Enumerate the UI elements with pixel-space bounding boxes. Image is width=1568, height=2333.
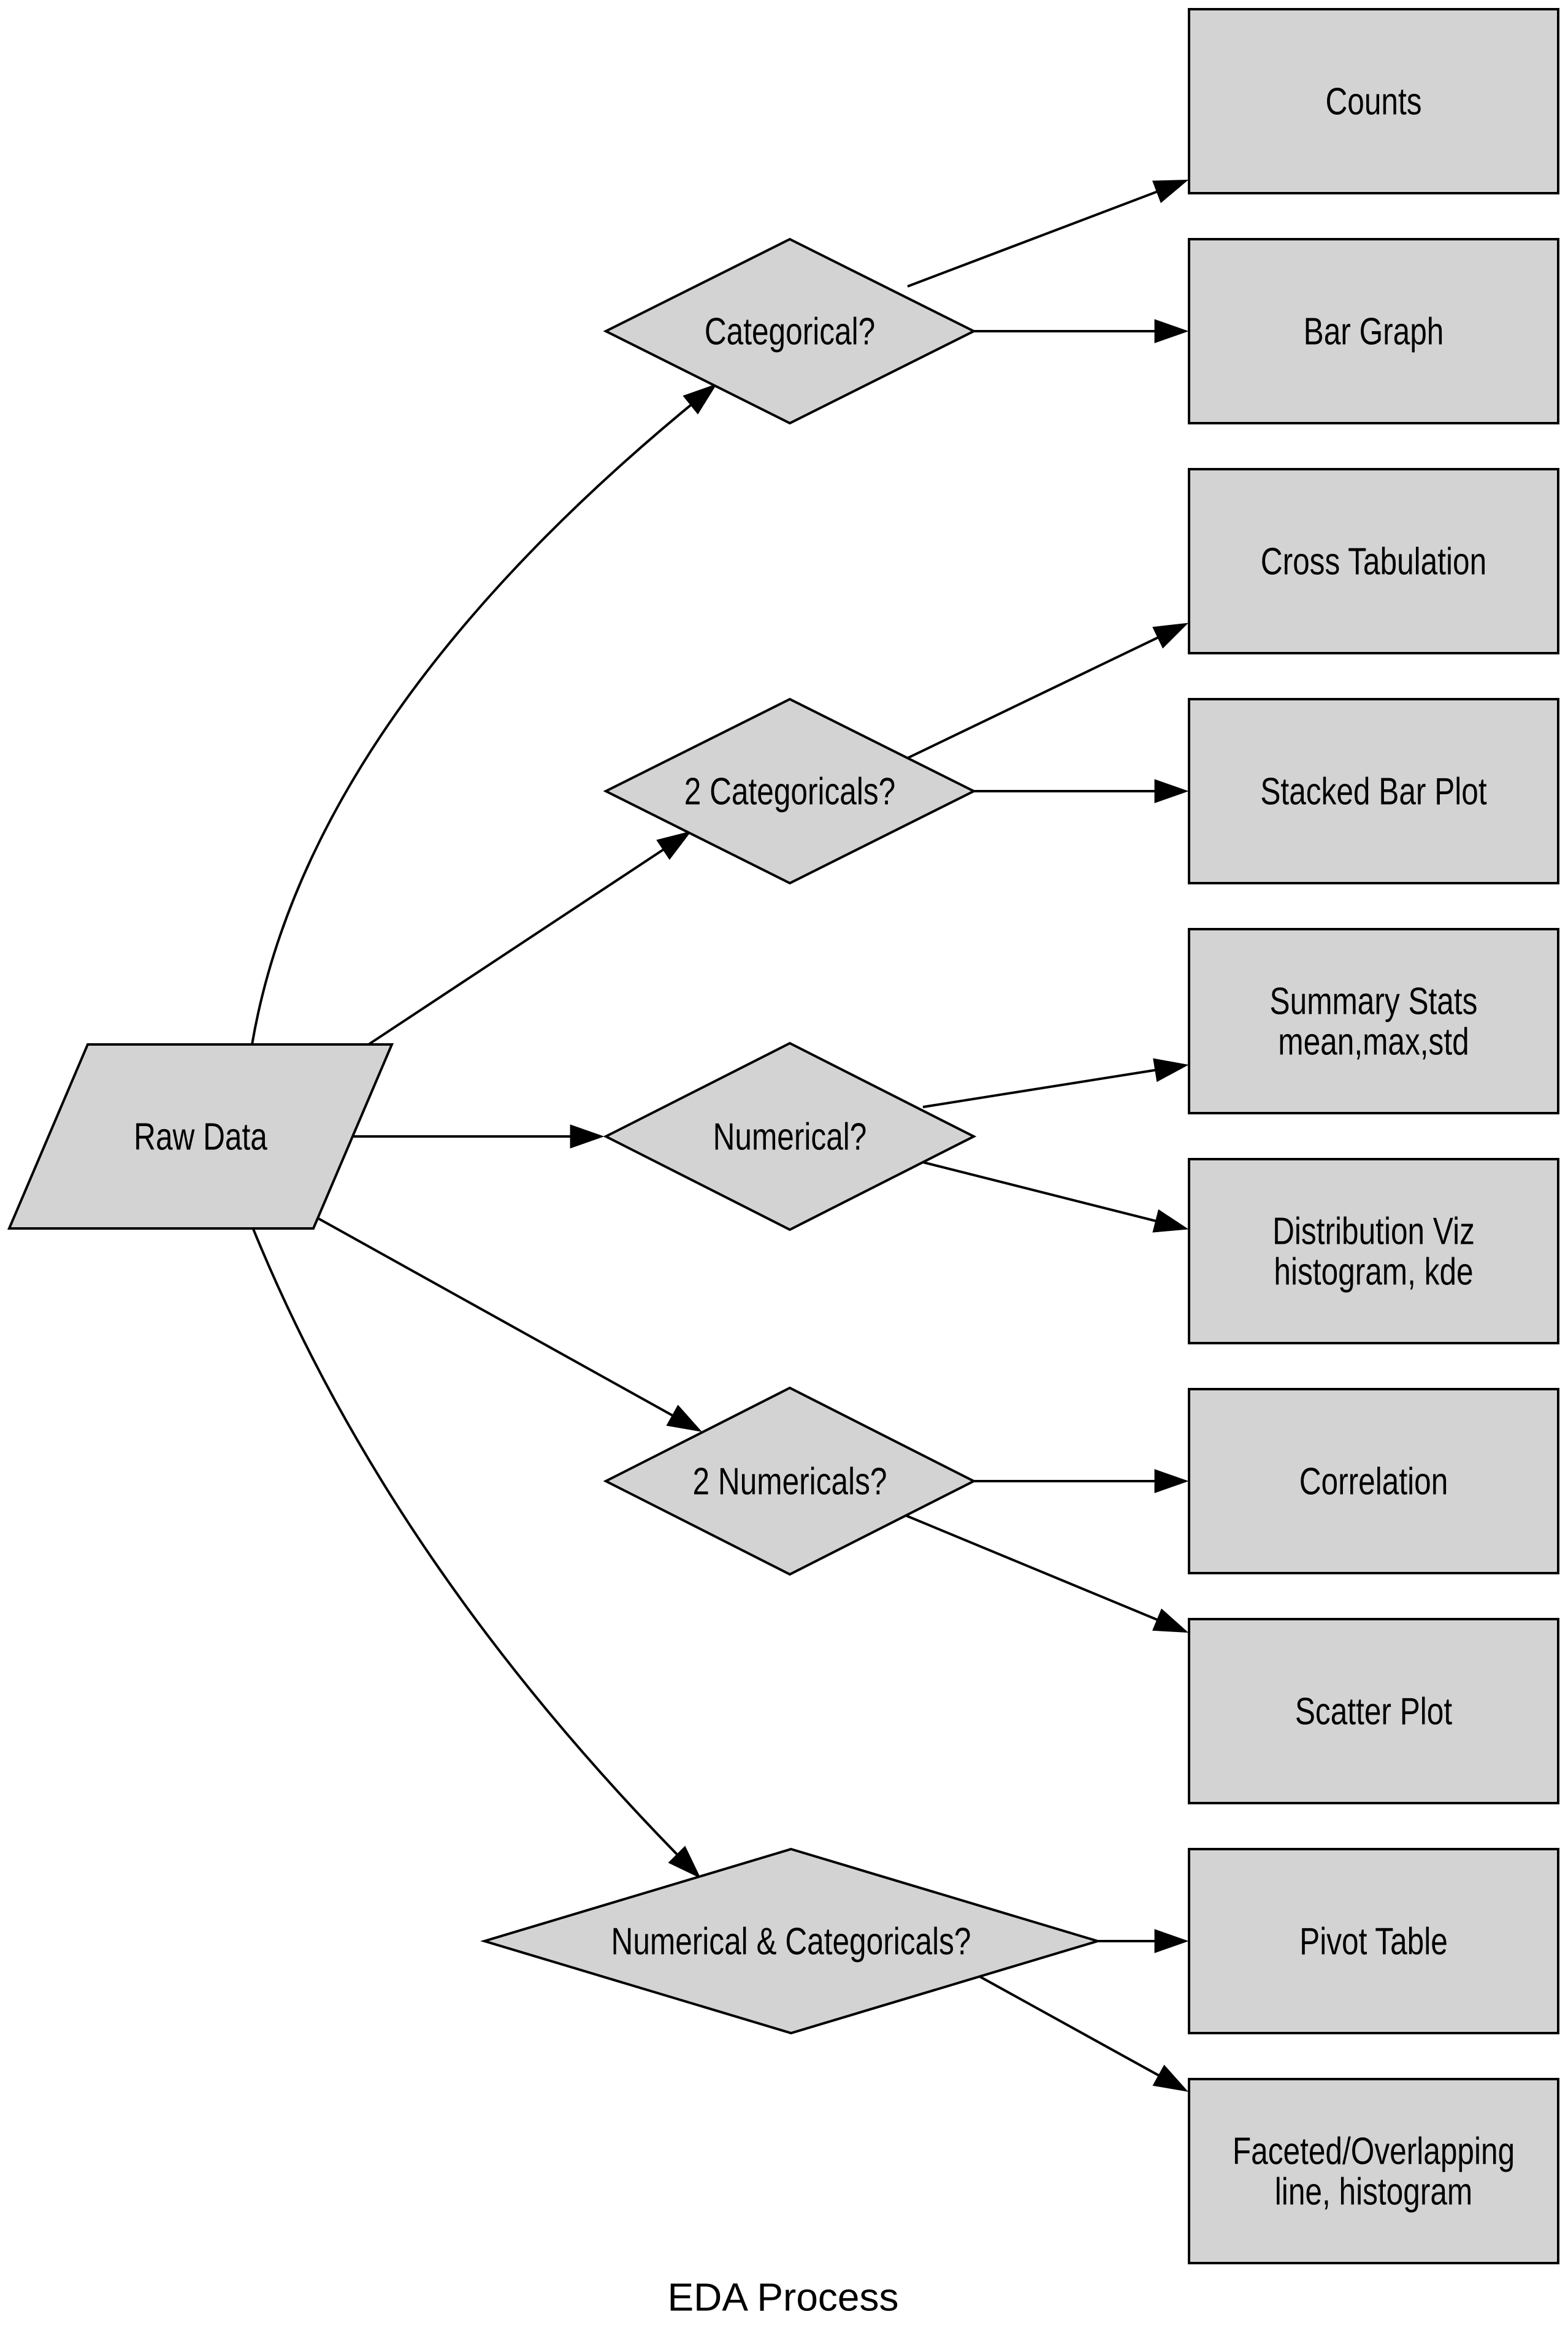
edge-raw-data-to-categorical [251,383,717,1045]
edges-layer [251,180,1189,2092]
edge-raw-data-to-two-categoricals [367,830,692,1046]
edge-raw-data-to-numerical-and-categoricals [252,1228,701,1879]
two-categoricals-label: 2 Categoricals? [684,770,896,813]
cross-tabulation-label: Cross Tabulation [1261,540,1486,583]
two-numericals-label: 2 Numericals? [693,1460,887,1503]
node-stacked-bar-plot: Stacked Bar Plot [1188,698,1559,884]
node-numerical-and-categoricals: Numerical & Categoricals? [480,1847,1102,2035]
pivot-table-label: Pivot Table [1299,1920,1448,1963]
distribution-viz-label-line2: histogram, kde [1274,1250,1473,1293]
node-categorical: Categorical? [603,237,977,425]
categorical-label: Categorical? [705,310,875,353]
bar-graph-label: Bar Graph [1304,310,1444,353]
pivot-table-shape [1188,1848,1559,2034]
edge-raw-data-to-two-numericals [316,1216,702,1432]
faceted-overlapping-label-line2: line, histogram [1275,2170,1472,2213]
faceted-overlapping-label-line1: Faceted/Overlapping [1233,2129,1515,2172]
node-counts: Counts [1188,8,1559,194]
node-numerical: Numerical? [603,1041,977,1232]
numerical-label: Numerical? [713,1115,867,1158]
node-correlation: Correlation [1188,1388,1559,1574]
summary-stats-label-line1: Summary Stats [1270,979,1478,1022]
numerical-shape [603,1041,977,1232]
node-pivot-table: Pivot Table [1188,1848,1559,2034]
distribution-viz-label-line1: Distribution Viz [1272,1209,1475,1252]
edge-two-numericals-to-scatter-plot [905,1514,1189,1633]
two-categoricals-shape [603,697,977,885]
node-two-categoricals: 2 Categoricals? [603,697,977,885]
correlation-label: Correlation [1299,1460,1448,1503]
scatter-plot-label: Scatter Plot [1295,1690,1453,1733]
node-raw-data: Raw Data [7,1043,394,1230]
two-numericals-shape [603,1386,977,1576]
edge-numerical-and-categoricals-to-faceted-overlapping [979,1975,1188,2092]
cross-tabulation-shape [1188,468,1559,654]
raw-data-label: Raw Data [134,1115,267,1158]
diagram-caption: EDA Process [667,2275,898,2319]
scatter-plot-shape [1188,1618,1559,1804]
faceted-overlapping-shape [1188,2078,1559,2264]
raw-data-shape [7,1043,394,1230]
numerical-and-categoricals-shape [480,1847,1102,2035]
edge-numerical-to-summary-stats [922,1058,1189,1108]
numerical-and-categoricals-label: Numerical & Categoricals? [611,1920,971,1963]
summary-stats-shape [1188,928,1559,1114]
counts-label: Counts [1325,80,1421,123]
categorical-shape [603,237,977,425]
distribution-viz-shape [1188,1158,1559,1344]
node-scatter-plot: Scatter Plot [1188,1618,1559,1804]
node-faceted-overlapping: Faceted/Overlapping line, histogram [1188,2078,1559,2264]
correlation-shape [1188,1388,1559,1574]
node-summary-stats: Summary Stats mean,max,std [1188,928,1559,1114]
edge-two-categoricals-to-cross-tabulation [907,623,1189,759]
summary-stats-label-line2: mean,max,std [1278,1020,1469,1063]
edge-categorical-to-counts [907,180,1189,288]
stacked-bar-plot-label: Stacked Bar Plot [1260,770,1487,813]
node-distribution-viz: Distribution Viz histogram, kde [1188,1158,1559,1344]
node-bar-graph: Bar Graph [1188,238,1559,424]
counts-shape [1188,8,1559,194]
edge-numerical-to-distribution-viz [922,1161,1189,1233]
node-two-numericals: 2 Numericals? [603,1386,977,1576]
stacked-bar-plot-shape [1188,698,1559,884]
node-cross-tabulation: Cross Tabulation [1188,468,1559,654]
bar-graph-shape [1188,238,1559,424]
